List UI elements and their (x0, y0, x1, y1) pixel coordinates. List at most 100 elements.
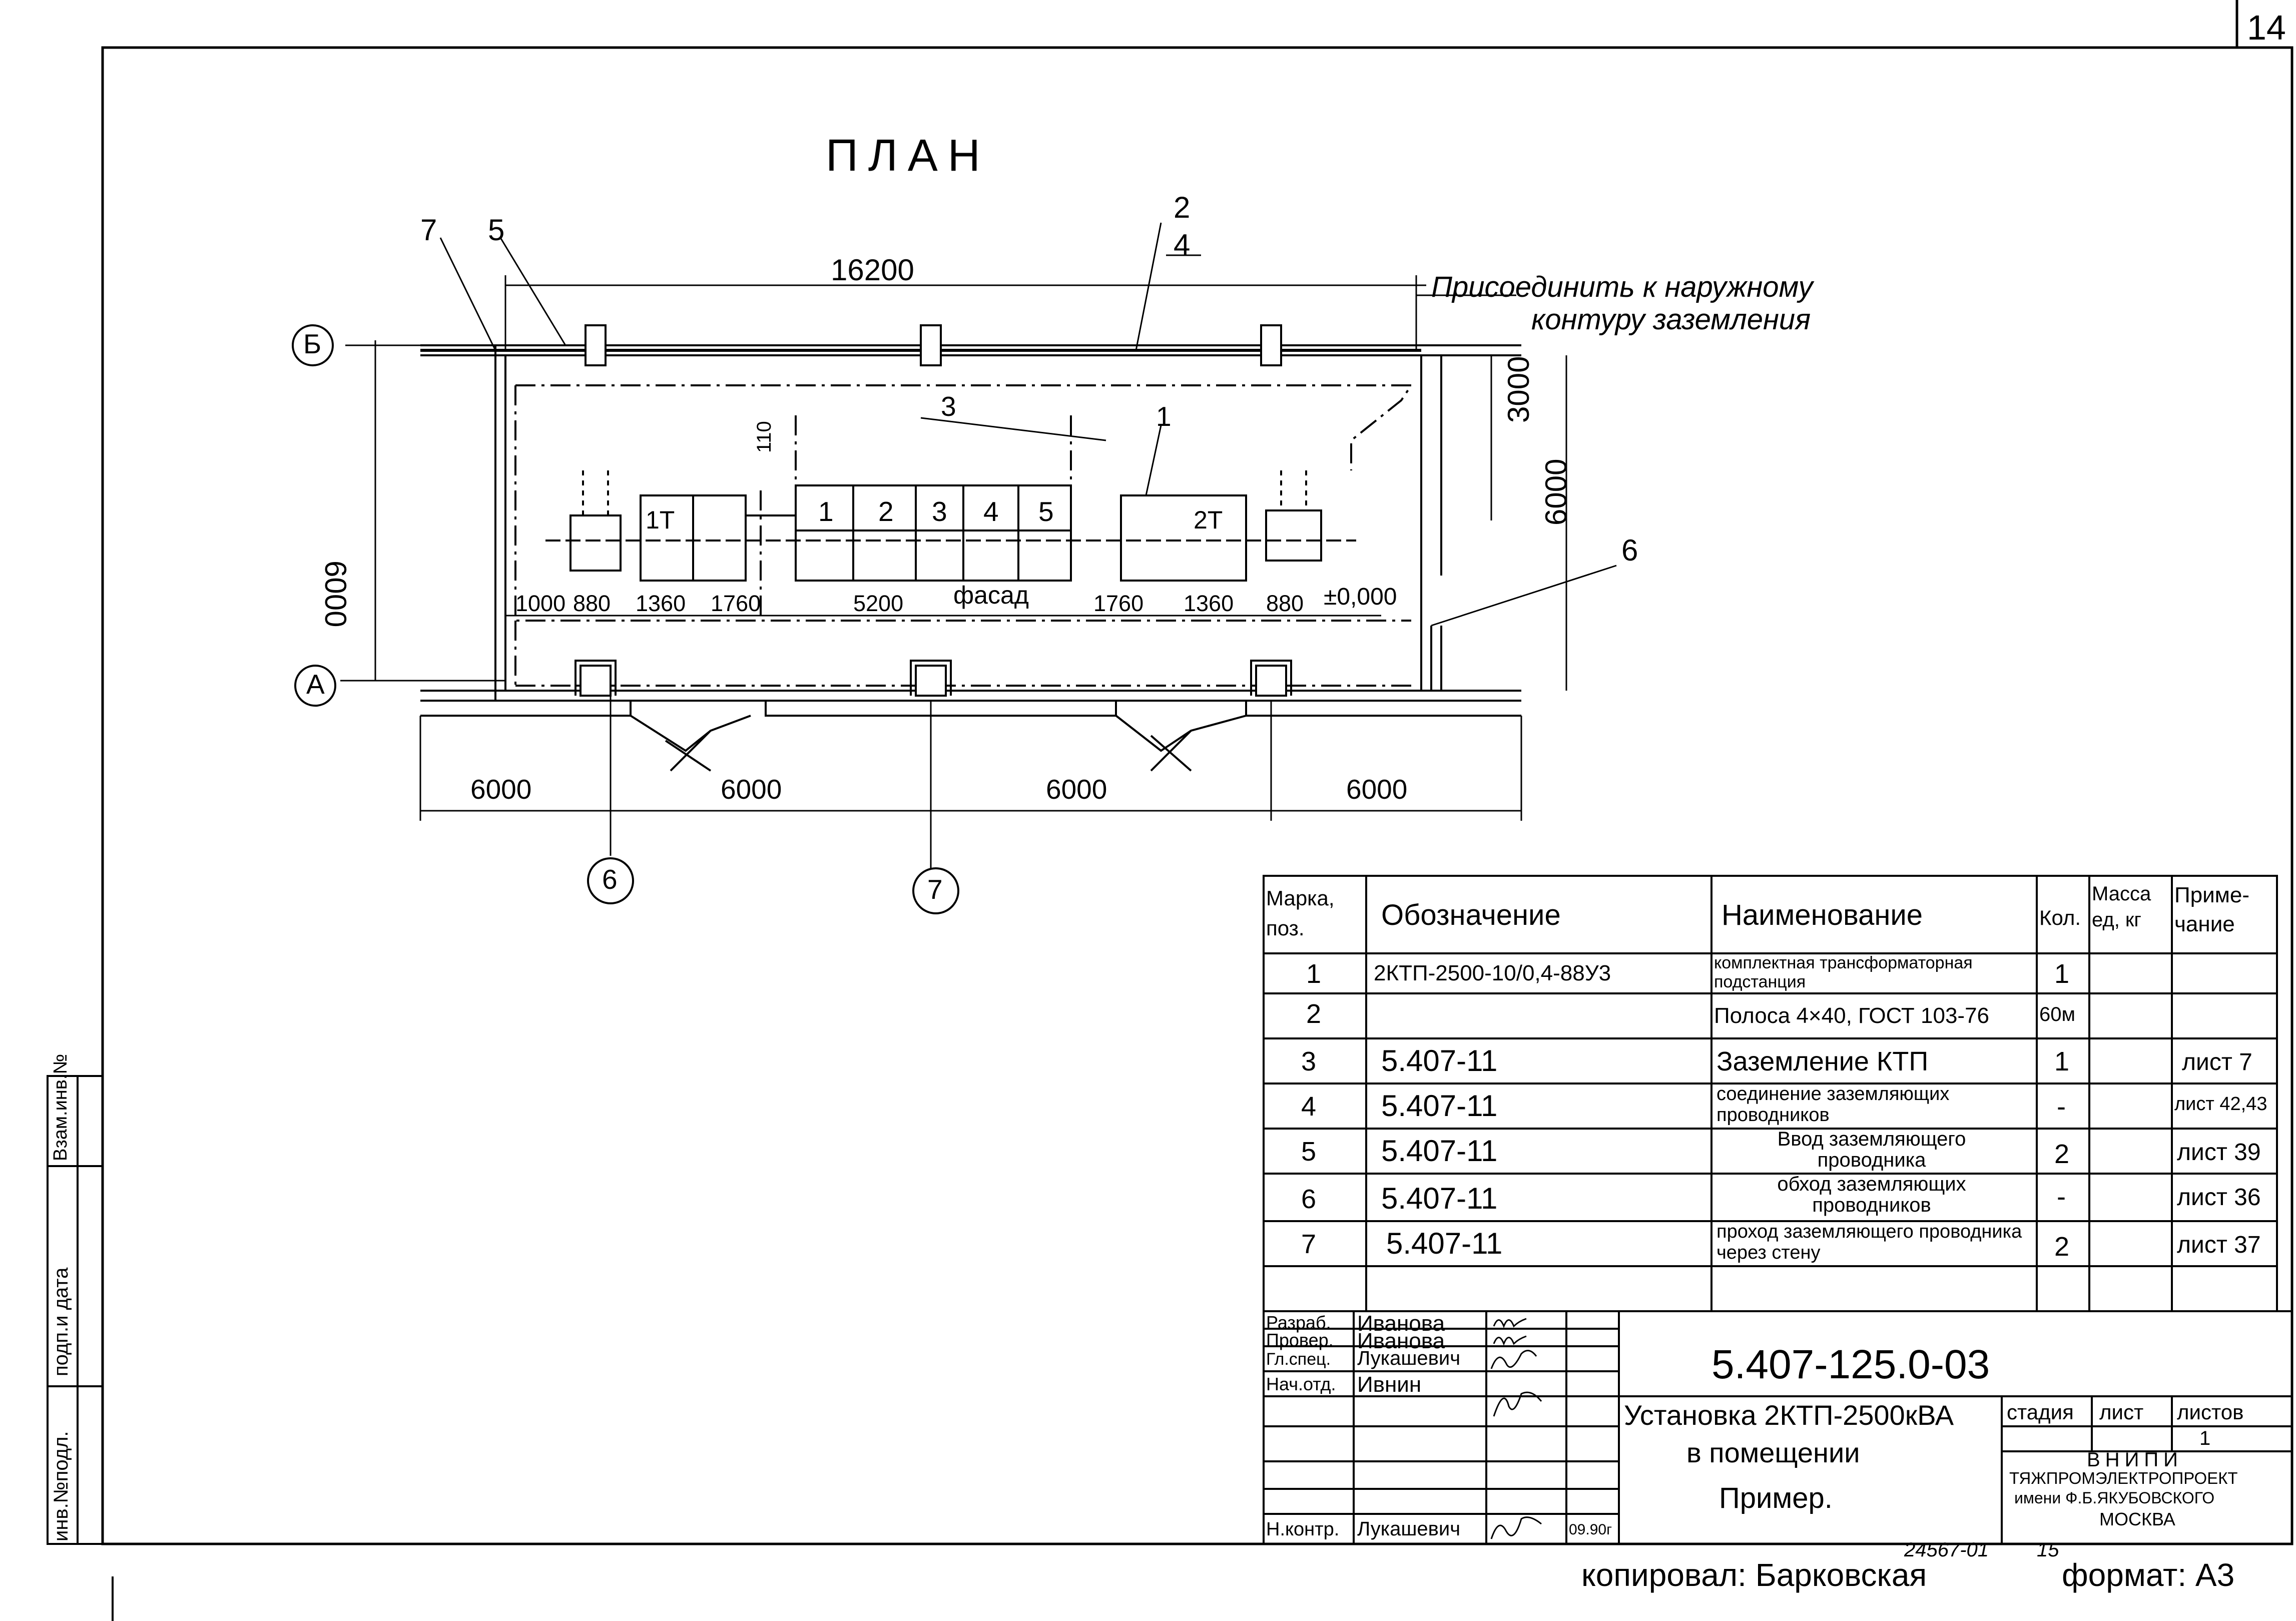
row-1-name: комплектная трансформаторная подстанция (1714, 953, 1973, 991)
org-line4: МОСКВА (2099, 1509, 2175, 1529)
cabinet-1-label: 1 (818, 496, 834, 527)
cabinet-2-label: 2 (878, 496, 894, 527)
stamp-code: 24567-01 (1904, 1539, 1989, 1561)
org-line3: имени Ф.Б.ЯКУБОВСКОГО (2014, 1489, 2215, 1507)
doc-code: 5.407-125.0-03 (1711, 1342, 1990, 1387)
header-mass: Масса ед, кг (2092, 883, 2151, 931)
stage-label: стадия (2007, 1400, 2074, 1424)
sheets-value: 1 (2199, 1427, 2211, 1449)
bottom-dim-6: 1760 (1093, 591, 1144, 616)
callout-3: 3 (941, 391, 956, 422)
header-note: Приме- чание (2174, 883, 2250, 936)
stamp-page: 15 (2037, 1539, 2059, 1561)
row-5-note: лист 39 (2177, 1139, 2261, 1166)
row-7-qty: 2 (2054, 1232, 2070, 1262)
row-2-name: Полоса 4×40, ГОСТ 103-76 (1714, 1003, 1990, 1028)
bottom-dim-3: 1360 (636, 591, 686, 616)
ncontr-date: 09.90г (1569, 1521, 1612, 1538)
row-5-qty: 2 (2054, 1139, 2070, 1169)
row-5-pos: 5 (1301, 1137, 1317, 1167)
transformer-2-label: 2Т (1194, 506, 1223, 534)
row-3-name: Заземление КТП (1716, 1046, 1929, 1076)
row-6-note: лист 36 (2177, 1184, 2261, 1211)
org-line2: ТЯЖПРОМЭЛЕКТРОПРОЕКТ (2009, 1469, 2238, 1487)
header-code: Обозначение (1381, 899, 1561, 931)
plan-title: ПЛАН (826, 131, 990, 181)
row-3-qty: 1 (2054, 1046, 2070, 1076)
callout-6: 6 (1621, 533, 1638, 567)
header-name: Наименование (1721, 899, 1923, 931)
row-4-name: соединение заземляющих проводников (1716, 1084, 1950, 1126)
row-1-code: 2КТП-2500-10/0,4-88У3 (1374, 961, 1611, 985)
overall-width-left-dim: 6000 (319, 561, 352, 628)
row-6-qty: - (2057, 1182, 2066, 1212)
row-2-pos: 2 (1306, 999, 1322, 1029)
format-label: формат: А3 (2062, 1557, 2235, 1593)
axis-a-row-label: А (306, 669, 325, 700)
row-7-code: 5.407-11 (1386, 1227, 1503, 1260)
row-6-name: обход заземляющих проводников (1777, 1173, 1966, 1216)
signer-4-role: Нач.отд. (1266, 1374, 1336, 1394)
callout-1: 1 (1156, 401, 1172, 432)
transformer-1-label: 1Т (646, 506, 675, 534)
callout-7: 7 (420, 213, 437, 247)
ground-note-line1: Присоединить к наружному (1431, 271, 1813, 303)
small-dim: 110 (753, 421, 775, 453)
signer-4-name: Ивнин (1357, 1372, 1422, 1397)
row-4-code: 5.407-11 (1381, 1089, 1498, 1123)
row-3-note: лист 7 (2182, 1049, 2252, 1075)
cabinet-5-label: 5 (1038, 496, 1054, 527)
signer-3-name: Лукашевич (1357, 1347, 1461, 1369)
overall-length-dim: 16200 (831, 253, 914, 287)
signer-1-name: Иванова (1357, 1311, 1445, 1336)
ground-note-line2: контуру заземления (1531, 303, 1811, 336)
inner-depth-dim: 3000 (1502, 356, 1535, 423)
signer-5-role: Н.контр. (1266, 1519, 1340, 1540)
signer-2-role: Провер. (1266, 1330, 1334, 1350)
org-line1: ВНИПИ (2087, 1449, 2183, 1471)
bottom-dim-2: 880 (573, 591, 611, 616)
row-3-code: 5.407-11 (1381, 1044, 1498, 1077)
cabinet-4-label: 4 (983, 496, 999, 527)
level-mark: ±0,000 (1324, 584, 1397, 610)
bottom-dim-8: 880 (1266, 591, 1304, 616)
row-4-note: лист 42,43 (2174, 1094, 2267, 1115)
row-7-pos: 7 (1301, 1229, 1317, 1259)
side-vzam-inv: Взам.инв.№ (50, 1053, 71, 1161)
facade-label: фасад (953, 581, 1029, 609)
row-6-code: 5.407-11 (1381, 1182, 1498, 1215)
header-qty: Кол. (2039, 906, 2081, 929)
row-4-pos: 4 (1301, 1092, 1317, 1122)
bottom-dim-5: 5200 (853, 591, 904, 616)
signer-5-name: Лукашевич (1357, 1518, 1461, 1540)
side-inv-podl: инв.№подл. (50, 1431, 72, 1541)
signer-1-role: Разраб. (1266, 1312, 1331, 1333)
row-4-qty: - (2057, 1092, 2066, 1122)
row-5-name: Ввод заземляющего проводника (1777, 1128, 1966, 1171)
row-5-code: 5.407-11 (1381, 1134, 1498, 1168)
title-line2: в помещении (1686, 1437, 1860, 1468)
callout-2-sheet: 4 (1174, 228, 1191, 262)
row-2-qty: 60м (2039, 1003, 2075, 1025)
copied-by: копировал: Барковская (1581, 1557, 1927, 1593)
callout-2: 2 (1174, 191, 1191, 224)
signer-2-name: Иванова (1357, 1329, 1445, 1353)
cabinet-3-label: 3 (932, 496, 947, 527)
bay-dim-4: 6000 (1346, 774, 1408, 805)
bay-dim-2: 6000 (721, 774, 782, 805)
row-6-pos: 6 (1301, 1184, 1317, 1214)
bottom-dim-4: 1760 (711, 591, 761, 616)
title-line1: Установка 2КТП-2500кВА (1624, 1399, 1954, 1431)
axis-col-6-label: 6 (602, 864, 618, 895)
row-7-name: проход заземляющего проводника через сте… (1716, 1221, 2022, 1263)
axis-col-7-label: 7 (927, 874, 943, 905)
row-3-pos: 3 (1301, 1046, 1317, 1076)
overall-width-right-dim: 6000 (1539, 458, 1573, 525)
bay-dim-1: 6000 (470, 774, 532, 805)
bottom-dim-1: 1000 (515, 591, 566, 616)
header-pos: Марка, поз. (1266, 886, 1335, 940)
axis-b-row-label: Б (303, 328, 322, 359)
sheet-label: лист (2099, 1400, 2144, 1424)
signer-3-role: Гл.спец. (1266, 1350, 1331, 1369)
